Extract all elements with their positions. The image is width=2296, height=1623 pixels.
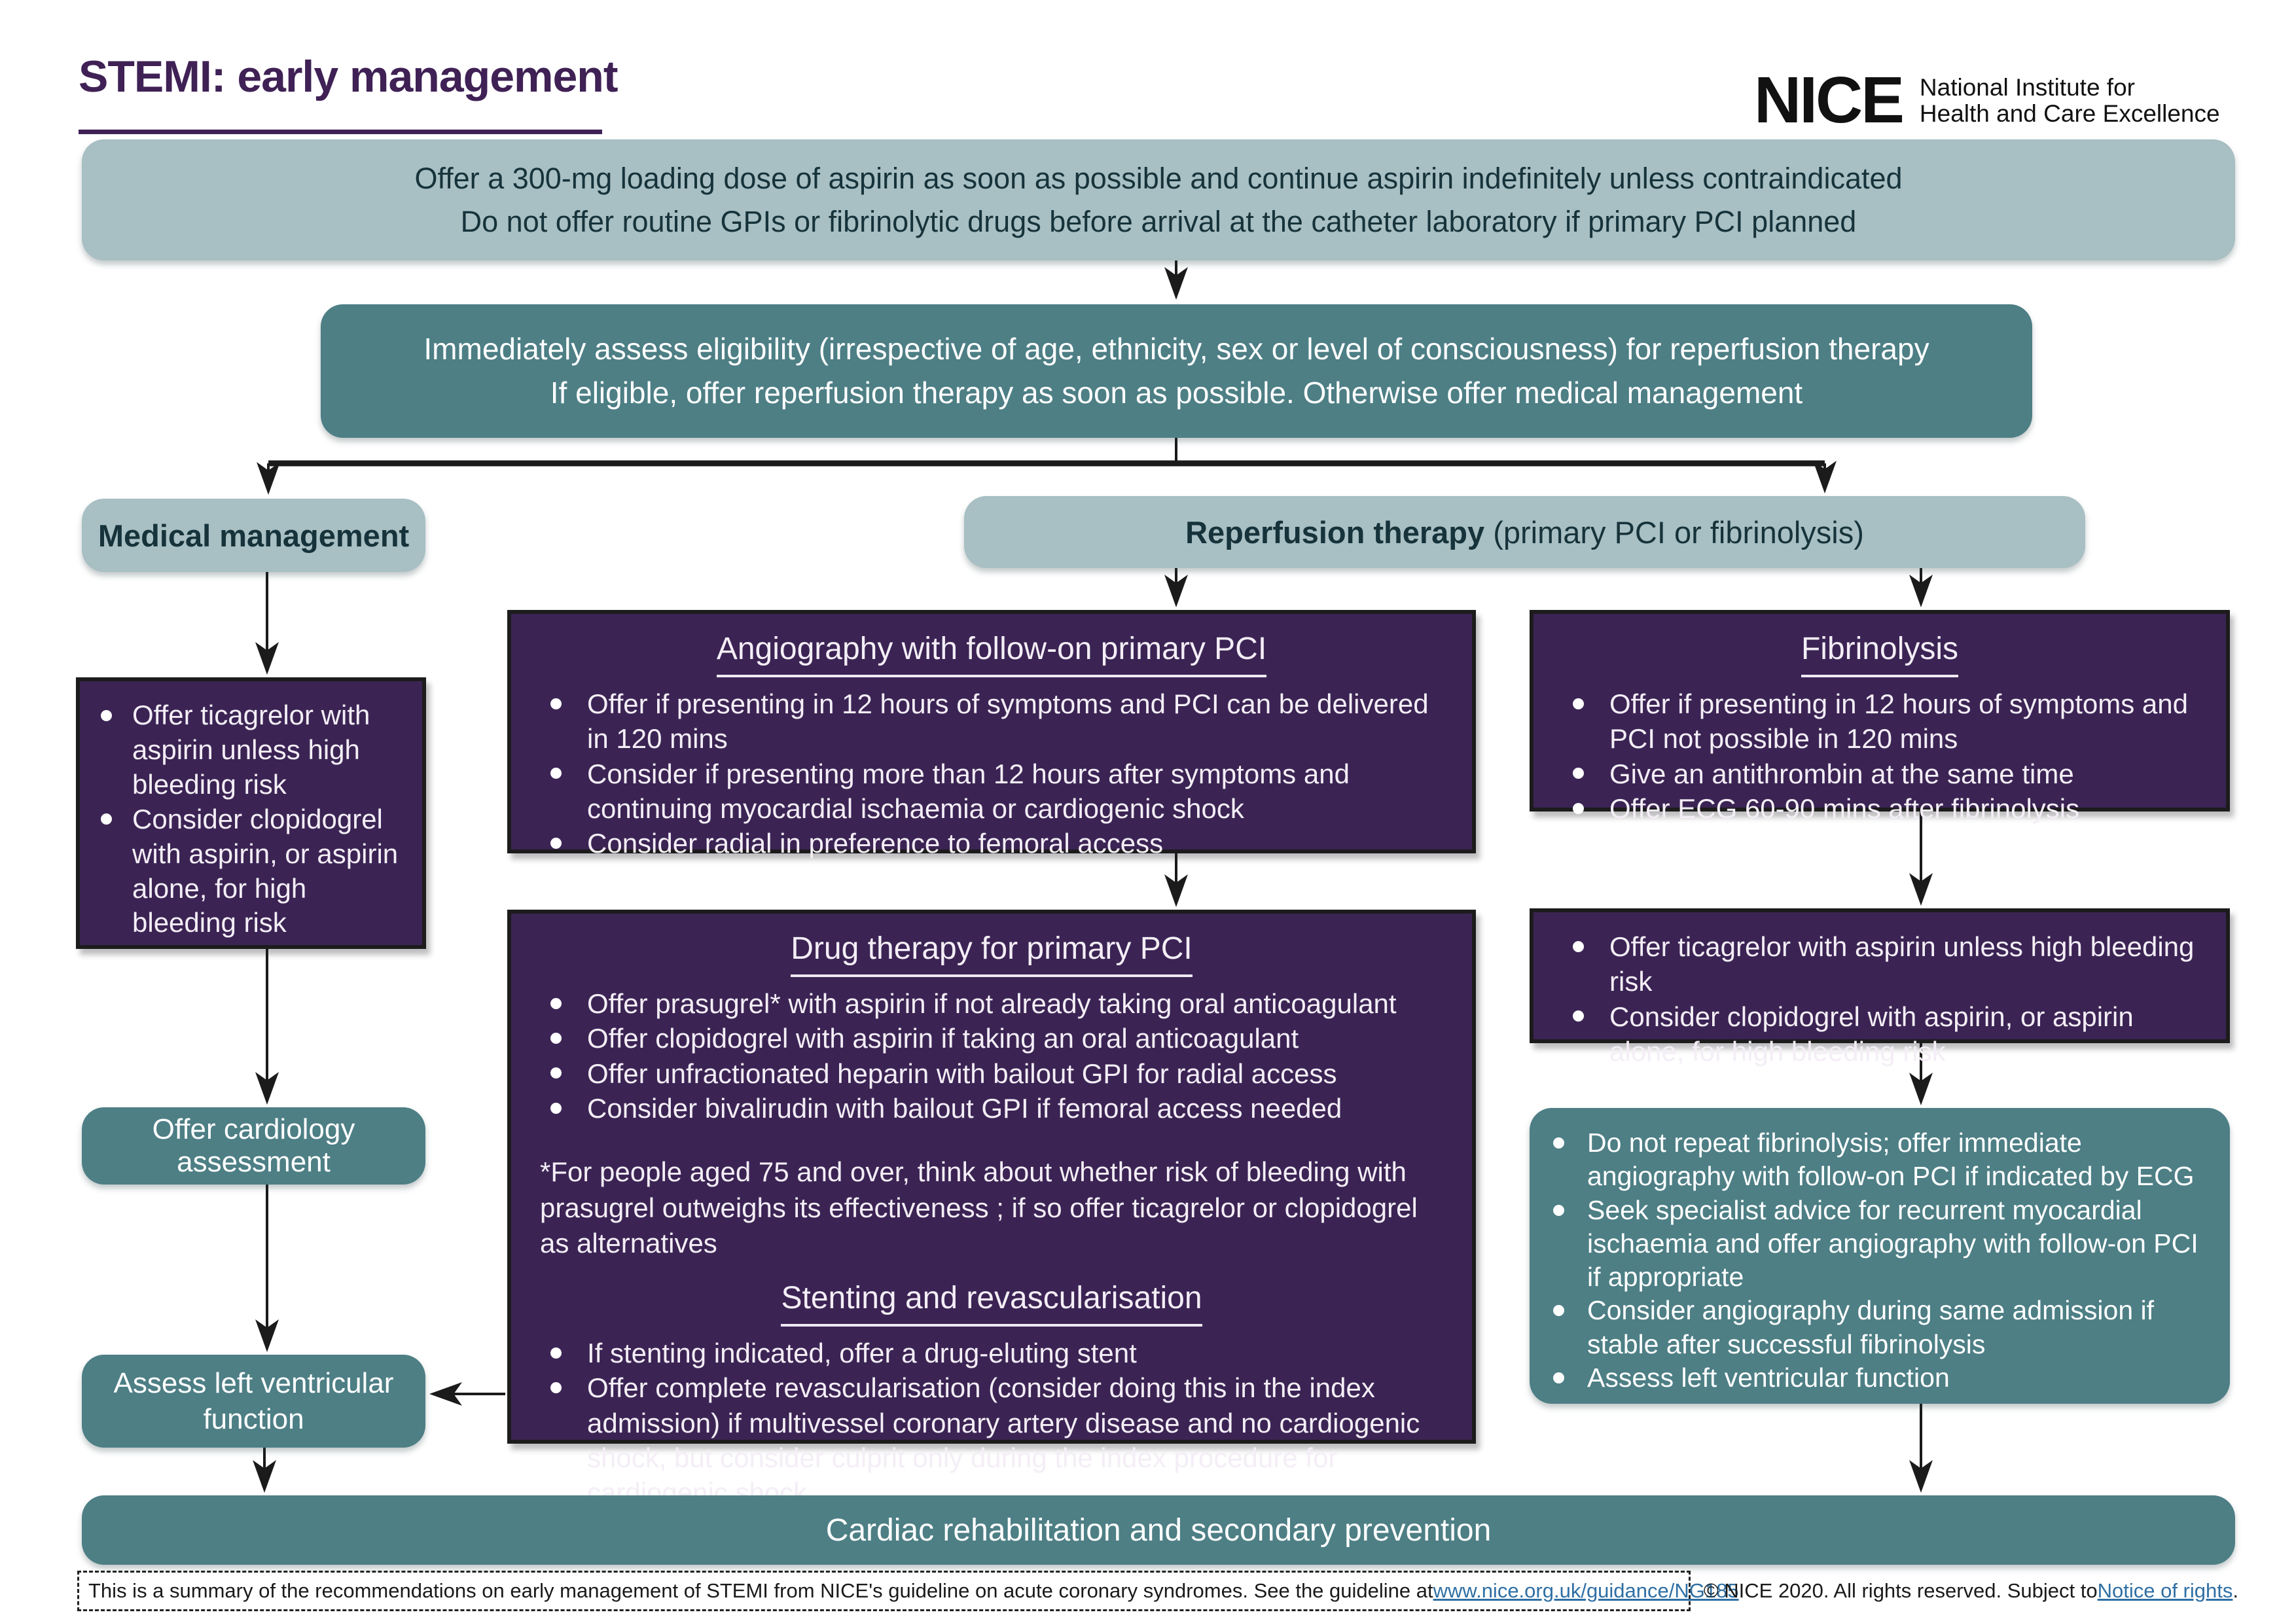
drug-therapy-title: Drug therapy for primary PCI (540, 929, 1443, 977)
prasugrel-footnote: *For people aged 75 and over, think abou… (540, 1156, 1418, 1259)
list-item: Do not repeat fibrinolysis; offer immedi… (1547, 1126, 2213, 1194)
fibrinolysis-title: Fibrinolysis (1562, 630, 2197, 677)
nice-logo-tagline: National Institute for Health and Care E… (1920, 75, 2220, 127)
medical-antiplatelet-box: Offer ticagrelor with aspirin unless hig… (76, 677, 426, 949)
rehab-bar-label: Cardiac rehabilitation and secondary pre… (825, 1512, 1492, 1548)
medical-management-header: Medical management (82, 499, 425, 572)
drug-therapy-box: Drug therapy for primary PCI Offer prasu… (507, 910, 1476, 1508)
stenting-list: If stenting indicated, offer a drug-elut… (540, 1336, 1443, 1510)
footer-copyright-suffix: . (2233, 1579, 2238, 1602)
nice-logo-wordmark: NICE (1754, 63, 1905, 137)
reperfusion-antiplatelet-box: Offer ticagrelor with aspirin unless hig… (1530, 908, 2230, 1067)
notice-of-rights-link[interactable]: Notice of rights (2097, 1579, 2233, 1602)
list-item: Assess left ventricular function (1547, 1361, 2213, 1395)
nice-logo: NICE National Institute for Health and C… (1754, 63, 2220, 137)
post-fibrinolysis-box: Do not repeat fibrinolysis; offer immedi… (1530, 1108, 2230, 1404)
eligibility-line1: Immediately assess eligibility (irrespec… (423, 332, 1929, 366)
nice-tagline-line1: National Institute for (1919, 74, 2135, 101)
post-fibrinolysis-list: Do not repeat fibrinolysis; offer immedi… (1547, 1126, 2213, 1395)
list-item: Offer prasugrel* with aspirin if not alr… (540, 986, 1443, 1021)
reperfusion-label-bold: Reperfusion therapy (1185, 514, 1485, 550)
list-item: Offer ECG 60-90 mins after fibrinolysis (1562, 791, 2197, 826)
aspirin-loading-box: Offer a 300-mg loading dose of aspirin a… (82, 139, 2235, 260)
cardiology-assessment-label: Offer cardiology assessment (152, 1113, 355, 1178)
drug-therapy-list: Offer prasugrel* with aspirin if not alr… (540, 986, 1443, 1126)
list-item: Offer complete revascularisation (consid… (540, 1370, 1443, 1510)
page-title: STEMI: early management (79, 52, 618, 101)
stenting-title: Stenting and revascularisation (540, 1279, 1443, 1327)
list-item: Offer if presenting in 12 hours of sympt… (1562, 687, 2197, 757)
list-item: Consider if presenting more than 12 hour… (540, 757, 1443, 827)
fibrinolysis-list: Offer if presenting in 12 hours of sympt… (1562, 687, 2197, 826)
lv-function-box: Assess left ventricular function (82, 1355, 425, 1448)
reperfusion-therapy-header: Reperfusion therapy (primary PCI or fibr… (964, 496, 2085, 568)
angiography-title: Angiography with follow-on primary PCI (540, 630, 1443, 677)
medical-management-label: Medical management (98, 518, 410, 553)
reperfusion-label: Reperfusion therapy (primary PCI or fibr… (964, 514, 2085, 550)
footer-summary: This is a summary of the recommendations… (77, 1571, 1739, 1611)
list-item: Offer clopidogrel with aspirin if taking… (540, 1021, 1443, 1056)
list-item: Consider clopidogrel with aspirin, or as… (96, 802, 406, 941)
list-item: Consider bivalirudin with bailout GPI if… (540, 1091, 1443, 1126)
list-item: Consider angiography during same admissi… (1547, 1294, 2213, 1361)
aspirin-line2: Do not offer routine GPIs or fibrinolyti… (460, 204, 1857, 238)
reperfusion-antiplatelet-list: Offer ticagrelor with aspirin unless hig… (1562, 929, 2197, 1069)
list-item: Consider clopidogrel with aspirin, or as… (1562, 999, 2197, 1069)
rehab-bar: Cardiac rehabilitation and secondary pre… (82, 1495, 2235, 1565)
angiography-list: Offer if presenting in 12 hours of sympt… (540, 687, 1443, 861)
list-item: Offer if presenting in 12 hours of sympt… (540, 687, 1443, 757)
reperfusion-label-rest: (primary PCI or fibrinolysis) (1484, 514, 1864, 550)
footer-summary-text: This is a summary of the recommendations… (88, 1579, 1433, 1602)
list-item: Give an antithrombin at the same time (1562, 757, 2197, 791)
list-item: If stenting indicated, offer a drug-elut… (540, 1336, 1443, 1370)
list-item: Offer unfractionated heparin with bailou… (540, 1056, 1443, 1091)
angiography-box: Angiography with follow-on primary PCI O… (507, 610, 1476, 859)
fibrinolysis-box: Fibrinolysis Offer if presenting in 12 h… (1530, 610, 2230, 824)
eligibility-assessment-box: Immediately assess eligibility (irrespec… (321, 304, 2032, 438)
list-item: Offer ticagrelor with aspirin unless hig… (1562, 929, 2197, 999)
list-item: Consider radial in preference to femoral… (540, 826, 1443, 861)
cardiology-assessment-box: Offer cardiology assessment (82, 1107, 425, 1185)
footer-copyright-text: © NICE 2020. All rights reserved. Subjec… (1703, 1579, 2098, 1602)
lv-function-label: Assess left ventricular function (113, 1367, 394, 1435)
medical-antiplatelet-list: Offer ticagrelor with aspirin unless hig… (96, 698, 406, 940)
eligibility-line2: If eligible, offer reperfusion therapy a… (550, 376, 1803, 410)
aspirin-line1: Offer a 300-mg loading dose of aspirin a… (414, 162, 1903, 196)
guideline-link[interactable]: www.nice.org.uk/guidance/NG185 (1433, 1579, 1739, 1602)
list-item: Offer ticagrelor with aspirin unless hig… (96, 698, 406, 802)
footer-copyright: © NICE 2020. All rights reserved. Subjec… (1704, 1571, 2238, 1611)
title-underline (79, 130, 602, 134)
list-item: Seek specialist advice for recurrent myo… (1547, 1194, 2213, 1294)
nice-tagline-line2: Health and Care Excellence (1919, 99, 2220, 127)
